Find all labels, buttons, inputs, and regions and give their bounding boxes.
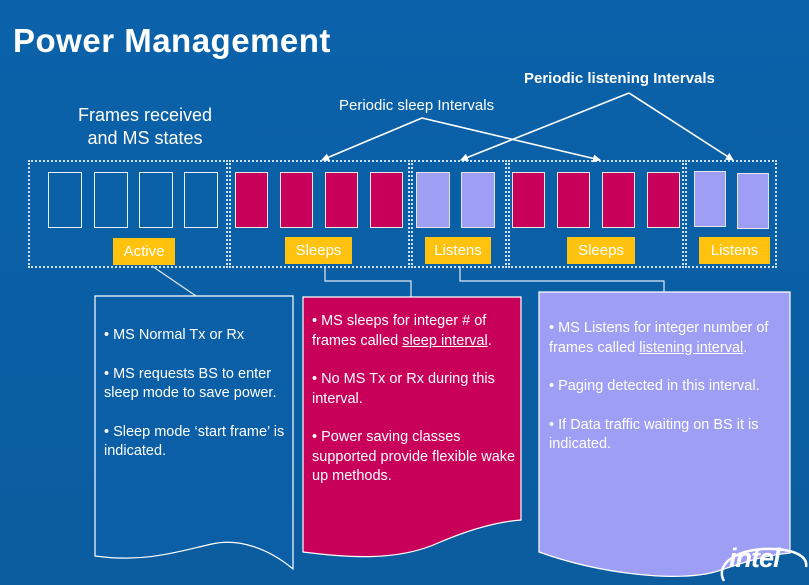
listen-frame (737, 173, 769, 229)
slide-title: Power Management (13, 22, 331, 59)
state-tag-listens: Listens (425, 237, 491, 264)
listen-note-point: • If Data traffic waiting on BS it is in… (549, 416, 759, 453)
sleep-frame (512, 172, 545, 228)
sleep-frame (602, 172, 635, 228)
active-note-point: • MS Normal Tx or Rx (104, 327, 245, 343)
sleep-frame (235, 172, 268, 228)
listen-interval-arrow (628, 92, 734, 161)
listen-note-connector (459, 266, 665, 292)
sleep-frame (557, 172, 590, 228)
active-note-box (94, 295, 294, 571)
state-tag-active: Active (113, 238, 175, 265)
intel-logo-swoosh (720, 547, 808, 582)
state-tag-listens: Listens (699, 237, 770, 264)
state-tag-sleeps: Sleeps (567, 237, 635, 264)
sleep-frame-group-1 (229, 160, 410, 268)
frames-received-line1: Frames received (77, 105, 213, 125)
listen-frame (694, 171, 726, 227)
listen-note-box (538, 291, 791, 577)
intel-logo: intel (716, 541, 809, 585)
listen-frame-group-1 (411, 160, 507, 268)
active-note-connector (151, 265, 197, 297)
active-note-text: • MS Normal Tx or Rx • MS requests BS to… (104, 326, 287, 481)
sleep-note-box (302, 296, 522, 558)
sleep-interval-arrow (421, 117, 601, 163)
active-frame (94, 172, 128, 228)
listen-note-text-post: . (743, 339, 748, 356)
sleep-note-point: • No MS Tx or Rx during this interval. (312, 371, 495, 407)
active-frame (139, 172, 173, 228)
sleep-frame (280, 172, 313, 228)
sleep-frame (370, 172, 403, 228)
periodic-sleep-label: Periodic sleep Intervals (339, 97, 495, 114)
sleep-frame (647, 172, 680, 228)
listen-frame (461, 172, 495, 228)
listen-note-text-pre: • MS Listens for integer number of frame… (549, 320, 769, 356)
listen-note-point: • MS Listens for integer number of frame… (549, 319, 785, 358)
sleep-frame (325, 172, 358, 228)
periodic-listening-label: Periodic listening Intervals (524, 70, 715, 87)
sleep-note-point: • MS sleeps for integer # of frames call… (312, 312, 517, 351)
sleep-interval-arrow (321, 117, 423, 161)
active-frame (184, 172, 218, 228)
listen-frame-group-2 (685, 160, 777, 268)
frames-received-line2: and MS states (87, 128, 203, 148)
sleep-note-text-pre: • MS sleeps for integer # of frames call… (312, 313, 487, 349)
intel-logo-text: intel (729, 543, 781, 573)
listen-frame (416, 172, 450, 228)
state-tag-sleeps: Sleeps (285, 237, 352, 264)
active-note-point: • MS requests BS to enter sleep mode to … (104, 365, 277, 402)
listening-interval-term: listening interval (639, 339, 744, 356)
listen-note-text: • MS Listens for integer number of frame… (549, 319, 785, 474)
sleep-note-point: • Power saving classes supported provide… (312, 429, 516, 484)
active-frame-group (28, 160, 228, 268)
sleep-note-text-post: . (487, 332, 492, 349)
frames-received-label: Frames received and MS states (40, 104, 250, 150)
listen-interval-arrow (460, 92, 630, 162)
active-frame (48, 172, 82, 228)
sleep-note-connector (324, 266, 412, 297)
sleep-note-text: • MS sleeps for integer # of frames call… (312, 312, 517, 506)
sleep-interval-term: sleep interval (402, 332, 488, 349)
listen-note-point: • Paging detected in this interval. (549, 378, 760, 394)
active-note-point: • Sleep mode ‘start frame’ is indicated. (104, 423, 285, 460)
